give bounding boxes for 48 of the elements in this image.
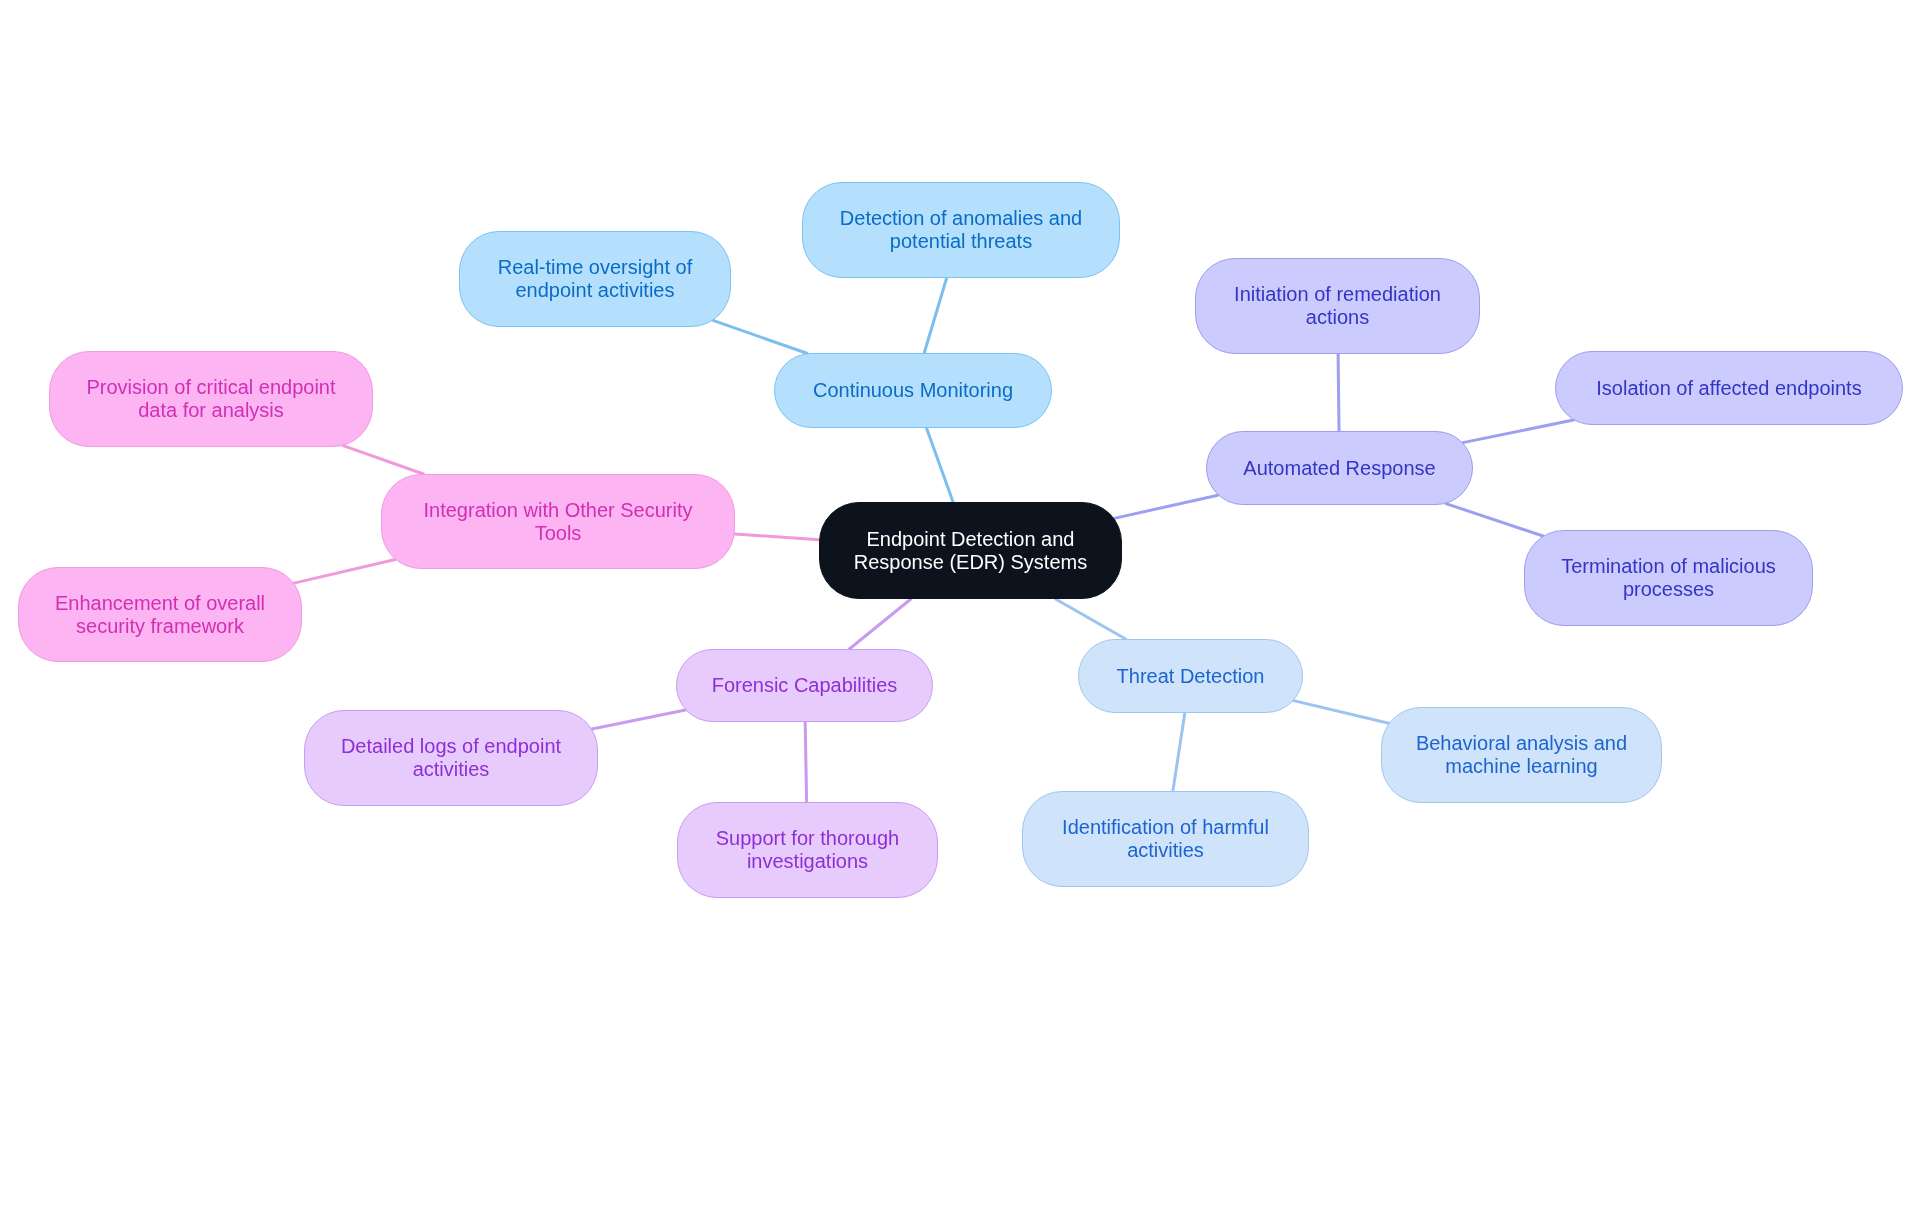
topic-node xyxy=(677,802,938,898)
connector-line xyxy=(1444,502,1545,538)
connector-line xyxy=(341,444,425,476)
node-text: Integration with Other Security Tools xyxy=(422,498,694,545)
connector-line xyxy=(1292,699,1391,725)
topic-node xyxy=(1022,791,1309,887)
topic-node xyxy=(802,182,1120,278)
connector-line xyxy=(1171,711,1187,793)
node-text: Continuous Monitoring xyxy=(812,379,1014,402)
connector-line xyxy=(1054,597,1128,641)
node-text: Identification of harmful activities xyxy=(1061,816,1270,862)
topic-node xyxy=(1206,431,1473,505)
node-text: Endpoint Detection and Response (EDR) Systems xyxy=(852,527,1089,574)
connector-line xyxy=(1112,493,1220,520)
node-text: Support for thorough investigations xyxy=(714,827,901,873)
connector-line xyxy=(803,720,809,804)
topic-node xyxy=(1524,530,1813,626)
topic-node xyxy=(676,649,933,722)
connector-line xyxy=(922,276,949,355)
topic-node xyxy=(1381,707,1662,803)
topic-node xyxy=(1195,258,1480,354)
connector-line xyxy=(711,318,809,355)
node-text: Forensic Capabilities xyxy=(711,674,898,697)
connector-line xyxy=(847,597,913,651)
connector-line xyxy=(925,426,955,504)
node-text: Initiation of remediation actions xyxy=(1233,283,1442,329)
node-text: Isolation of affected endpoints xyxy=(1596,376,1862,400)
node-text: Detection of anomalies and potential threats xyxy=(838,207,1084,253)
node-text: Provision of critical endpoint data for analysis xyxy=(85,376,337,422)
topic-node xyxy=(304,710,598,806)
connector-line xyxy=(590,708,687,731)
central-topic-node xyxy=(819,502,1122,599)
connector-line xyxy=(1461,418,1575,445)
node-text: Termination of malicious processes xyxy=(1560,555,1777,601)
node-text: Automated Response xyxy=(1243,456,1436,480)
connector-line xyxy=(292,558,397,585)
node-text: Detailed logs of endpoint activities xyxy=(339,735,563,781)
topic-node xyxy=(459,231,731,327)
node-text: Real-time oversight of endpoint activities xyxy=(496,256,694,302)
topic-node xyxy=(1078,639,1303,713)
connector-line xyxy=(1336,352,1341,433)
node-text: Behavioral analysis and machine learning xyxy=(1414,732,1629,778)
topic-node xyxy=(381,474,735,569)
node-text: Enhancement of overall security framework xyxy=(53,591,267,638)
connector-line xyxy=(733,532,821,542)
topic-node xyxy=(18,567,302,662)
node-text: Threat Detection xyxy=(1116,664,1265,688)
topic-node xyxy=(49,351,373,447)
